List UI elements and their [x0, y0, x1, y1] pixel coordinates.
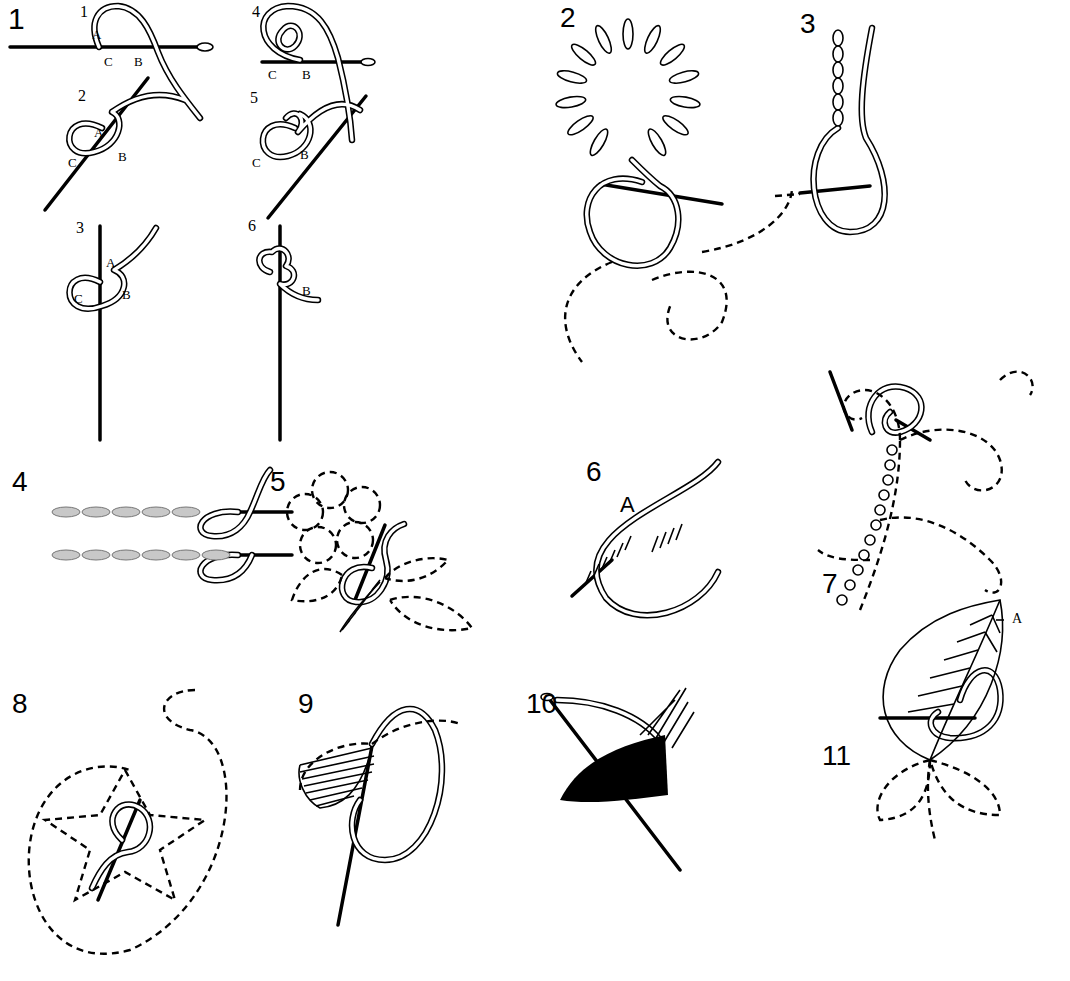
panel-number: 2 — [560, 4, 576, 32]
step-label: A — [1012, 612, 1022, 626]
panel-number: 3 — [800, 10, 816, 38]
step-label: A — [106, 256, 115, 269]
step-label: B — [134, 55, 143, 68]
panel-number: 1 — [8, 4, 25, 34]
panel-number: 7 — [822, 570, 838, 598]
step-label: B — [302, 284, 311, 297]
panel-number: 6 — [586, 458, 602, 486]
step-label: 5 — [250, 90, 258, 106]
step-label: C — [104, 55, 113, 68]
panel-number: A — [620, 494, 635, 516]
step-label: 6 — [248, 218, 256, 234]
step-label: C — [68, 156, 77, 169]
step-label: B — [118, 150, 127, 163]
panel-number: 5 — [270, 468, 286, 496]
step-label: B — [122, 288, 131, 301]
step-label: 2 — [78, 88, 86, 104]
step-label: 4 — [252, 4, 260, 20]
step-label: C — [268, 68, 277, 81]
step-label: C — [74, 292, 83, 305]
panel-number: 8 — [12, 690, 28, 718]
step-label: C — [252, 156, 261, 169]
step-label: 1 — [80, 4, 88, 20]
step-label: A — [92, 28, 101, 41]
panel-number: 10 — [526, 690, 557, 718]
panel-number: 4 — [12, 468, 28, 496]
step-label: B — [300, 148, 309, 161]
step-label: B — [302, 68, 311, 81]
step-label: 3 — [76, 220, 84, 236]
step-label: A — [94, 126, 103, 139]
panel-number: 11 — [822, 742, 851, 770]
panel-number: 9 — [298, 690, 314, 718]
